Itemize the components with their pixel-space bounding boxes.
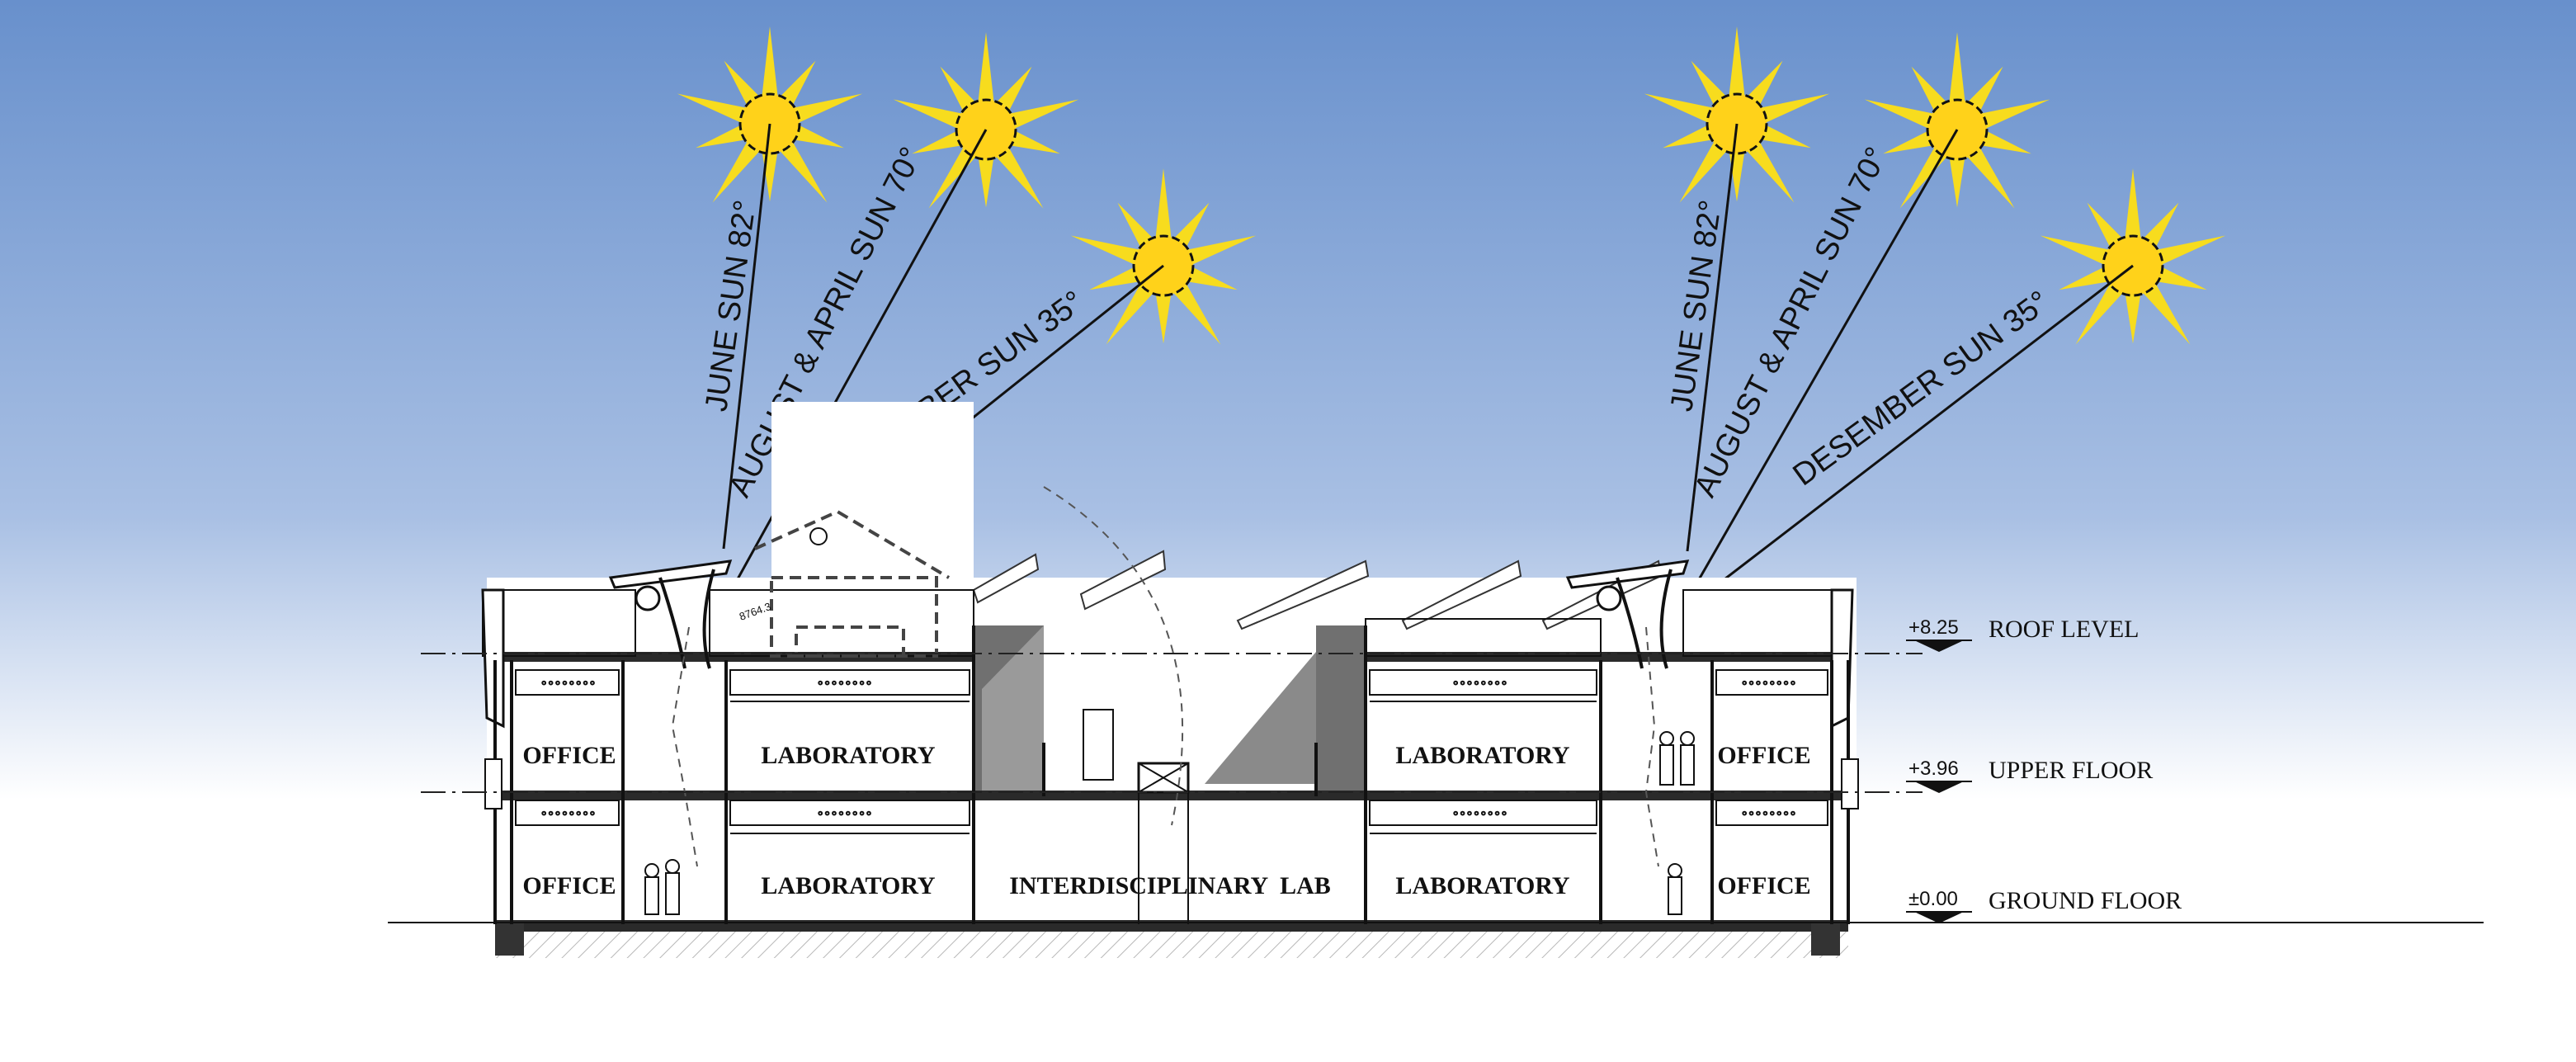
level-value-upper: +3.96: [1908, 758, 1959, 780]
svg-text:••••••••: ••••••••: [1741, 677, 1796, 691]
svg-text:••••••••: ••••••••: [1452, 808, 1507, 821]
sun-ray-line: [1690, 129, 1959, 593]
light-scoop-right: [1565, 559, 1690, 589]
room-label-office-ground-left: OFFICE: [522, 872, 616, 899]
room-label-lab-ground-left: LABORATORY: [761, 872, 936, 899]
ceiling-fixtures: •••••••• •••••••• •••••••• •••••••• ••••…: [515, 669, 1828, 826]
room-label-office-upper-left: OFFICE: [522, 742, 616, 769]
room-label-lab-ground-right: LABORATORY: [1395, 872, 1570, 899]
atrium-shadow-right: [1316, 625, 1366, 796]
level-name-ground: GROUND FLOOR: [1989, 887, 2182, 914]
room-label-lab-upper-right: LABORATORY: [1395, 742, 1570, 769]
svg-text:••••••••: ••••••••: [540, 808, 596, 821]
svg-text:••••••••: ••••••••: [817, 677, 872, 691]
room-label-office-upper-right: OFFICE: [1717, 742, 1810, 769]
svg-text:••••••••: ••••••••: [817, 808, 872, 821]
svg-text:••••••••: ••••••••: [1741, 808, 1796, 821]
level-name-upper: UPPER FLOOR: [1989, 757, 2153, 784]
level-arrow-icon: [1914, 640, 1964, 652]
level-value-ground: ±0.00: [1908, 888, 1958, 910]
level-markers: +8.25 ROOF LEVEL +3.96 UPPER FLOOR ±0.00…: [1906, 616, 2182, 923]
sun-ray-line: [1686, 123, 1739, 552]
svg-text:••••••••: ••••••••: [1452, 677, 1507, 691]
sun-ray-line: [722, 123, 771, 550]
light-scoop-left: [608, 559, 733, 589]
level-arrow-icon: [1914, 781, 1964, 793]
level-marker-upper: +3.96 UPPER FLOOR: [1906, 757, 2153, 793]
level-name-roof: ROOF LEVEL: [1989, 616, 2140, 643]
room-label-lab-upper-left: LABORATORY: [761, 742, 936, 769]
svg-text:••••••••: ••••••••: [540, 677, 596, 691]
sun-ray-line: [1699, 264, 2134, 600]
room-label-interdisciplinary-lab: INTERDISCIPLINARY LAB: [1009, 872, 1331, 899]
level-marker-ground: ±0.00 GROUND FLOOR: [1906, 887, 2182, 923]
level-arrow-icon: [1914, 912, 1964, 923]
level-value-roof: +8.25: [1908, 616, 1959, 639]
building: •••••••• •••••••• •••••••• •••••••• ••••…: [388, 402, 2484, 958]
room-label-office-ground-right: OFFICE: [1717, 872, 1810, 899]
people-figures: [644, 731, 1695, 915]
sawtooth-roof: [972, 550, 1663, 630]
level-marker-roof: +8.25 ROOF LEVEL: [1906, 616, 2140, 652]
room-labels: OFFICE LABORATORY LABORATORY OFFICE OFFI…: [522, 742, 1810, 899]
